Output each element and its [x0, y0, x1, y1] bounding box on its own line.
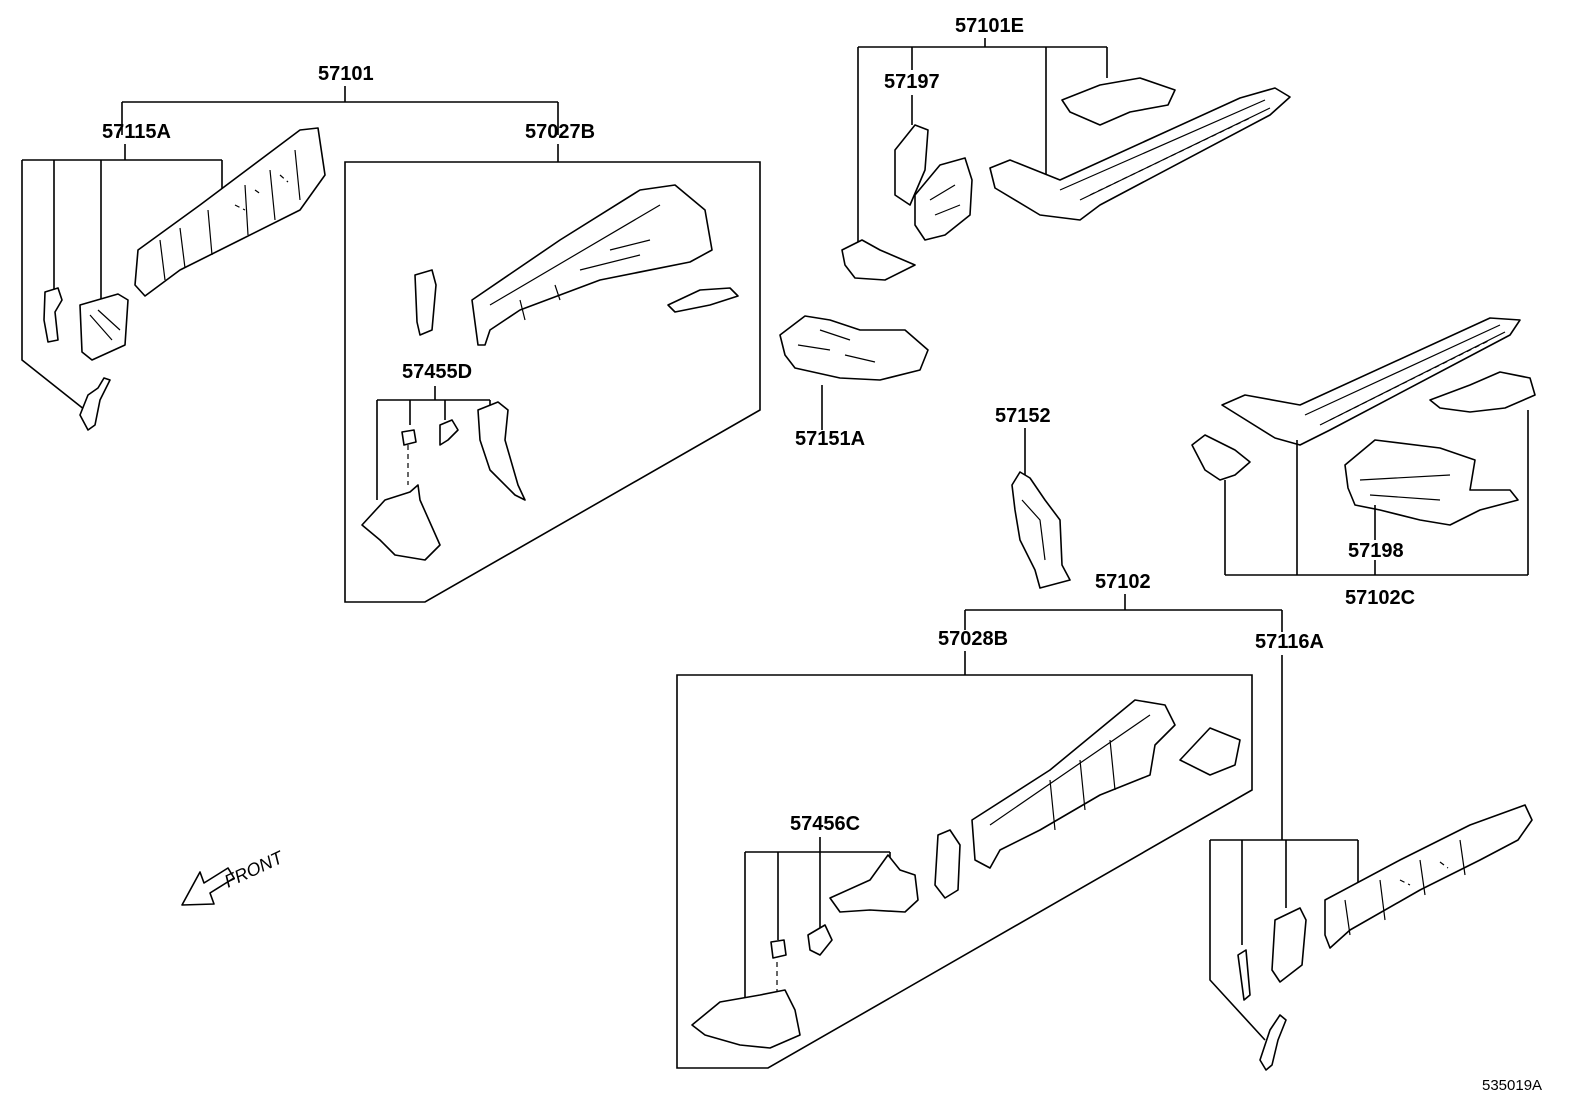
label-57102C[interactable]: 57102C [1345, 587, 1415, 609]
label-57101E[interactable]: 57101E [955, 15, 1024, 37]
label-57116A[interactable]: 57116A [1255, 631, 1324, 653]
group-57102: 57102 57028B 57456C 57116A [676, 571, 1533, 1071]
apron-57456C-parts [691, 854, 919, 1049]
label-57151A[interactable]: 57151A [795, 428, 865, 450]
front-direction-indicator: FRONT [181, 846, 288, 906]
label-57028B[interactable]: 57028B [938, 628, 1008, 650]
label-57152[interactable]: 57152 [995, 405, 1051, 427]
group-57101: 57101 57115A 57027B 57455D [21, 63, 761, 603]
label-57101[interactable]: 57101 [318, 63, 374, 85]
label-57197[interactable]: 57197 [884, 71, 940, 93]
diagram-reference-code: 535019A [1482, 1077, 1542, 1094]
reinforcement-57115A-parts [43, 127, 326, 431]
label-57455D[interactable]: 57455D [402, 361, 472, 383]
group-57102C: 57198 57102C [1191, 317, 1536, 609]
front-arrow-icon [181, 867, 235, 906]
part-57152: 57152 [995, 405, 1071, 589]
group-57101E: 57101E 57197 [841, 15, 1291, 281]
part-57151A: 57151A [779, 315, 929, 450]
label-57456C[interactable]: 57456C [790, 813, 860, 835]
label-57198[interactable]: 57198 [1348, 540, 1404, 562]
side-member-57028B-parts [934, 699, 1241, 899]
reinforcement-57116A-parts [1237, 804, 1533, 1071]
apron-57455D-parts [361, 401, 526, 561]
side-member-57027B-parts [414, 184, 739, 346]
rocker-57101E-parts [841, 77, 1291, 281]
label-57027B[interactable]: 57027B [525, 121, 595, 143]
label-57102[interactable]: 57102 [1095, 571, 1151, 593]
front-label: FRONT [221, 846, 287, 891]
rocker-57102C-parts [1191, 317, 1536, 526]
label-57115A[interactable]: 57115A [102, 121, 171, 143]
